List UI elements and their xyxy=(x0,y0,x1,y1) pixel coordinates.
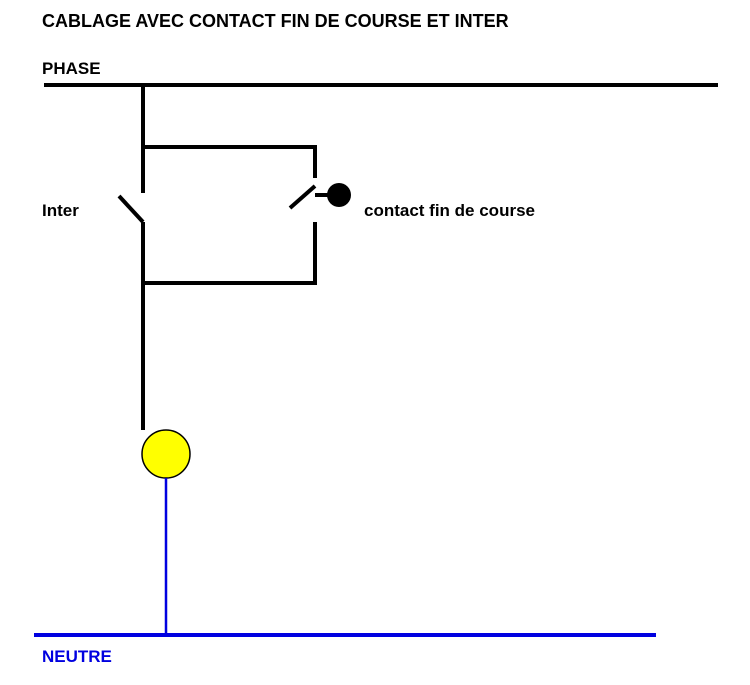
phase-label: PHASE xyxy=(42,59,101,78)
diagram-title: CABLAGE AVEC CONTACT FIN DE COURSE ET IN… xyxy=(42,11,509,31)
lower-branch-wire xyxy=(143,222,317,285)
lamp-icon xyxy=(141,429,191,479)
inter-label: Inter xyxy=(42,201,79,220)
neutre-label: NEUTRE xyxy=(42,647,112,666)
inter-switch-blade xyxy=(117,194,145,224)
contact-label: contact fin de course xyxy=(364,201,535,220)
contact-knob xyxy=(327,183,351,207)
upper-branch-wire xyxy=(143,145,317,178)
contact-switch-blade xyxy=(288,184,317,210)
